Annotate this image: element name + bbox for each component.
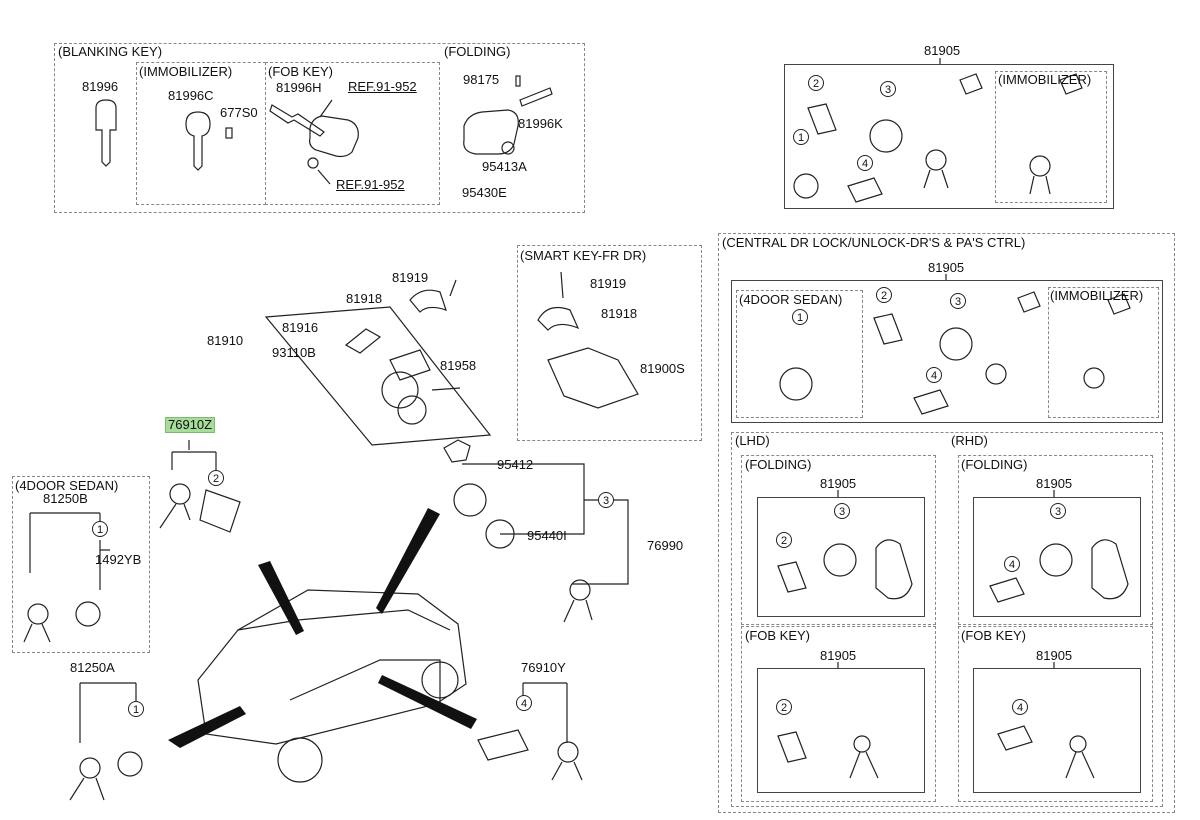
part-76990[interactable]: 76990 <box>647 538 684 553</box>
part-81919[interactable]: 81919 <box>392 270 429 285</box>
part-81905-lhd-fob[interactable]: 81905 <box>820 648 857 663</box>
rhd-folding-frame <box>958 455 1153 625</box>
part-81918[interactable]: 81918 <box>346 291 383 306</box>
smart-part-81918[interactable]: 81918 <box>601 306 638 321</box>
smart-key-frame <box>517 245 702 441</box>
lhd-title: (LHD) <box>735 433 770 448</box>
central-immobilizer-title: (IMMOBILIZER) <box>1050 288 1144 303</box>
lhd-fob-title: (FOB KEY) <box>745 628 811 643</box>
blanking-key-frame <box>54 43 585 213</box>
callout-2: 2 <box>776 532 792 548</box>
top-right-immobilizer-frame <box>995 71 1107 203</box>
part-98175[interactable]: 98175 <box>463 72 500 87</box>
smart-part-81919[interactable]: 81919 <box>590 276 627 291</box>
callout-2: 2 <box>876 287 892 303</box>
part-81905-rhd-fob[interactable]: 81905 <box>1036 648 1073 663</box>
part-95440I[interactable]: 95440I <box>527 528 567 543</box>
callout-3: 3 <box>598 492 614 508</box>
part-81905-top[interactable]: 81905 <box>924 43 961 58</box>
callout-1: 1 <box>92 521 108 537</box>
part-81910[interactable]: 81910 <box>207 333 244 348</box>
callout-1: 1 <box>793 129 809 145</box>
ref-91-952-bottom[interactable]: REF.91-952 <box>336 177 405 192</box>
fob-key-title: (FOB KEY) <box>268 64 334 79</box>
lhd-fob-kit <box>757 668 925 793</box>
part-93110B[interactable]: 93110B <box>272 345 316 360</box>
rhd-fob-title: (FOB KEY) <box>961 628 1027 643</box>
part-81250B[interactable]: 81250B <box>43 491 88 506</box>
central-4door-title: (4DOOR SEDAN) <box>739 292 843 307</box>
lhd-frame <box>731 432 1163 807</box>
part-81996H[interactable]: 81996H <box>276 80 322 95</box>
part-81905-central[interactable]: 81905 <box>928 260 965 275</box>
callout-4: 4 <box>1004 556 1020 572</box>
folding-title: (FOLDING) <box>444 44 511 59</box>
part-81996C[interactable]: 81996C <box>168 88 214 103</box>
top-right-kit-frame <box>784 64 1114 209</box>
rhd-folding-kit <box>973 497 1141 617</box>
immobilizer-title: (IMMOBILIZER) <box>139 64 233 79</box>
part-95412[interactable]: 95412 <box>497 457 534 472</box>
callout-3: 3 <box>1050 503 1066 519</box>
top-immobilizer-title: (IMMOBILIZER) <box>998 72 1092 87</box>
central-kit-frame <box>731 280 1163 423</box>
central-4door-frame <box>736 290 863 418</box>
callout-3: 3 <box>834 503 850 519</box>
callout-4: 4 <box>516 695 532 711</box>
four-door-sedan-title: (4DOOR SEDAN) <box>15 478 119 493</box>
rhd-folding-title: (FOLDING) <box>961 457 1028 472</box>
smart-key-title: (SMART KEY-FR DR) <box>520 248 647 263</box>
lhd-folding-frame <box>741 455 936 625</box>
central-lock-frame <box>718 233 1175 813</box>
part-76910Y[interactable]: 76910Y <box>521 660 566 675</box>
part-95430E[interactable]: 95430E <box>462 185 507 200</box>
lhd-folding-title: (FOLDING) <box>745 457 812 472</box>
callout-2: 2 <box>776 699 792 715</box>
callout-3: 3 <box>950 293 966 309</box>
callout-1: 1 <box>792 309 808 325</box>
part-81900S[interactable]: 81900S <box>640 361 685 376</box>
part-81996K[interactable]: 81996K <box>518 116 563 131</box>
part-677S0[interactable]: 677S0 <box>220 105 258 120</box>
rhd-title: (RHD) <box>951 433 988 448</box>
ref-91-952-top[interactable]: REF.91-952 <box>348 79 417 94</box>
part-81916[interactable]: 81916 <box>282 320 319 335</box>
lhd-fob-frame <box>741 626 936 802</box>
part-81996[interactable]: 81996 <box>82 79 119 94</box>
callout-4: 4 <box>1012 699 1028 715</box>
callout-3: 3 <box>880 81 896 97</box>
callout-2: 2 <box>808 75 824 91</box>
blanking-key-title: (BLANKING KEY) <box>58 44 163 59</box>
callout-2: 2 <box>208 470 224 486</box>
central-lock-title: (CENTRAL DR LOCK/UNLOCK-DR'S & PA'S CTRL… <box>722 235 1026 250</box>
part-81958[interactable]: 81958 <box>440 358 477 373</box>
fob-key-frame <box>265 62 440 205</box>
part-81905-rhd-folding[interactable]: 81905 <box>1036 476 1073 491</box>
callout-4: 4 <box>857 155 873 171</box>
part-76910Z[interactable]: 76910Z <box>165 417 216 433</box>
part-81905-lhd-folding[interactable]: 81905 <box>820 476 857 491</box>
callout-1: 1 <box>128 701 144 717</box>
part-95413A[interactable]: 95413A <box>482 159 527 174</box>
callout-4: 4 <box>926 367 942 383</box>
lhd-folding-kit <box>757 497 925 617</box>
central-immobilizer-frame <box>1048 287 1159 418</box>
four-door-sedan-frame <box>12 476 150 653</box>
part-81250A[interactable]: 81250A <box>70 660 115 675</box>
rhd-fob-kit <box>973 668 1141 793</box>
part-1492YB[interactable]: 1492YB <box>95 552 142 567</box>
rhd-fob-frame <box>958 626 1153 802</box>
